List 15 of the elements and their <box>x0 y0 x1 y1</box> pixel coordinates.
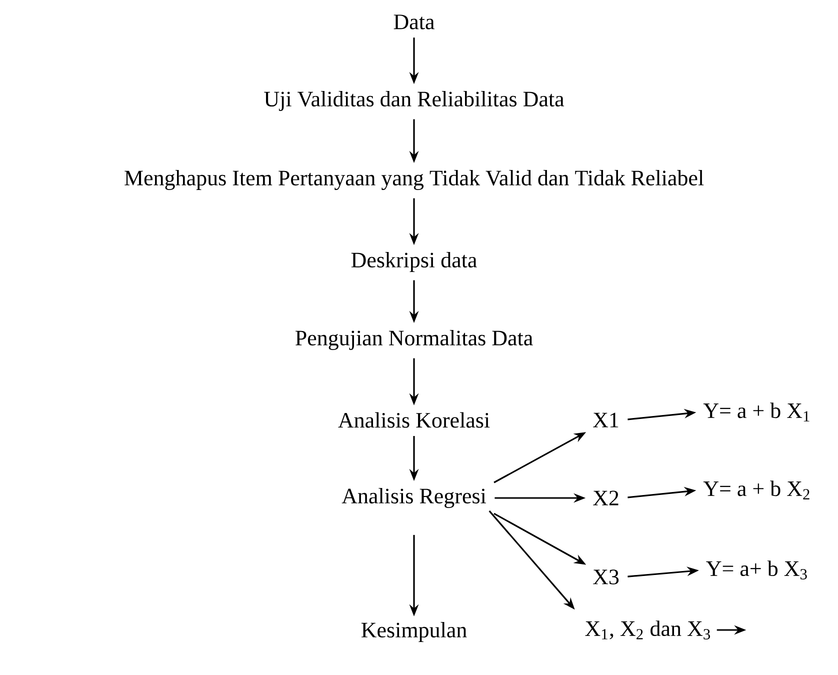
step-label: Kesimpulan <box>361 622 467 642</box>
step-label: Pengujian Normalitas Data <box>296 330 533 350</box>
step-label: X3 <box>593 570 619 584</box>
step-label: X$_{1}$, X$_{2}$ dan X$_{3}$ <box>585 620 710 640</box>
step-label: Analisis Korelasi <box>338 412 490 428</box>
step-label: Deskripsi data <box>351 252 477 272</box>
step-label: Y= a + b X$_{1}$ <box>703 402 810 422</box>
step-label: Data <box>394 14 434 30</box>
step-label: Uji Validitas dan Reliabilitas Data <box>264 91 564 111</box>
step-label: X1 <box>593 412 618 428</box>
step-label: Analisis Regresi <box>342 488 486 508</box>
step-label: Menghapus Item Pertanyaan yang Tidak Valid dan Tidak Reliabel <box>124 170 704 190</box>
step-label: Y= a+ b X$_{3}$ <box>706 560 807 580</box>
step-label: X2 <box>593 490 618 506</box>
step-label: Y= a + b X$_{2}$ <box>703 480 810 500</box>
